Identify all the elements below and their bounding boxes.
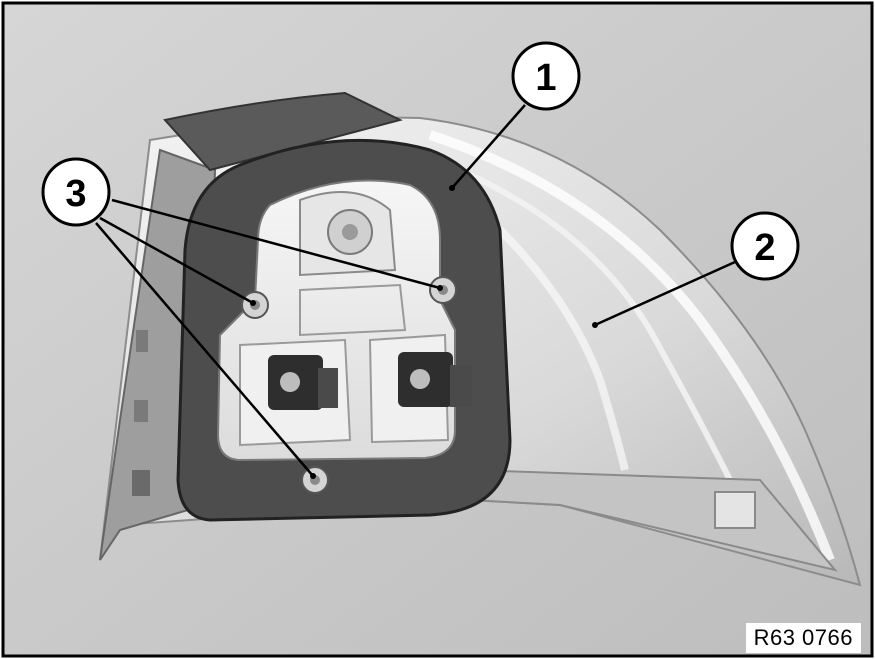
connector-left <box>268 355 338 410</box>
leader-dots <box>250 185 598 479</box>
callout-2-label: 2 <box>754 227 775 269</box>
lens-clip <box>714 491 756 529</box>
callout-1: 1 <box>511 41 581 111</box>
lens-rib <box>497 227 629 471</box>
side-tab <box>136 330 148 352</box>
side-tab <box>132 470 150 496</box>
bulb-socket-top-center <box>342 224 358 240</box>
side-tab <box>134 400 148 422</box>
nut-lower <box>301 466 329 494</box>
leader-lines <box>95 104 736 477</box>
callout-2: 2 <box>730 211 800 281</box>
leader-line-3c <box>95 222 314 477</box>
leader-line-1 <box>451 104 526 189</box>
callout-3: 3 <box>41 157 111 227</box>
housing-top-rim <box>163 91 403 172</box>
connector-right <box>398 352 472 407</box>
leader-line-3b <box>99 216 254 305</box>
callout-3-label: 3 <box>65 173 86 215</box>
leader-line-3a <box>111 198 441 290</box>
reference-code: R63 0766 <box>745 623 861 653</box>
leader-line-2 <box>594 260 736 327</box>
nut-upper-right <box>429 276 457 304</box>
callout-1-label: 1 <box>535 57 556 99</box>
lens-rib <box>428 130 835 562</box>
housing-rib <box>299 283 407 337</box>
lens-rib <box>468 172 733 482</box>
